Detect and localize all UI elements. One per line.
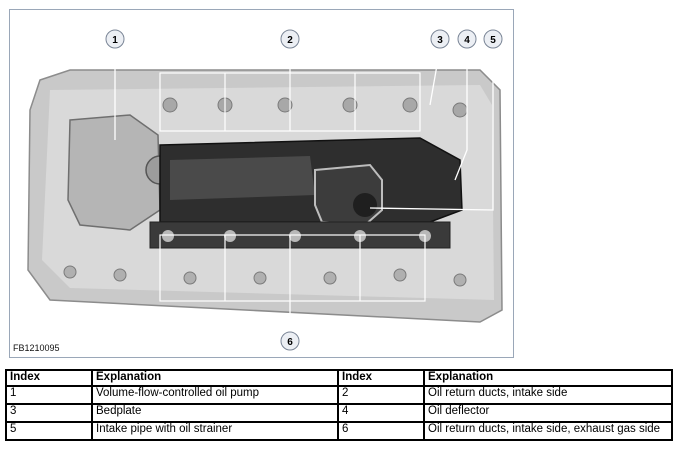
table-cell: 4 [337, 403, 425, 423]
callout-2: 2 [287, 35, 293, 46]
table-cell: Volume-flow-controlled oil pump [91, 385, 339, 405]
bolt-row-top [162, 97, 468, 118]
table-cell: Oil return ducts, intake side [423, 385, 673, 405]
header-index: Index [5, 369, 93, 387]
strainer-outlet [353, 193, 377, 217]
callout-6-bracket [159, 234, 426, 302]
oil-pump-shape [67, 114, 161, 231]
engine-figure: 1 2 3 4 5 6 FB1210095 [9, 9, 514, 358]
header-index: Index [337, 369, 425, 387]
figure-code: FB1210095 [13, 343, 60, 353]
callout-3: 3 [437, 35, 443, 46]
callout-4: 4 [464, 35, 470, 46]
deflector-ridge [170, 156, 315, 200]
table-cell: Oil deflector [423, 403, 673, 423]
callout-group: 1 2 3 4 5 6 [105, 29, 503, 351]
header-explanation: Explanation [91, 369, 339, 387]
bolt-row-lower [63, 265, 467, 287]
engine-illustration: 1 2 3 4 5 6 [27, 29, 503, 351]
table-cell: 2 [337, 385, 425, 405]
table-row: 5 Intake pipe with oil strainer 6 Oil re… [5, 421, 673, 441]
oil-strainer-shape [314, 163, 383, 227]
table-cell: 5 [5, 421, 93, 441]
table-row: 1 Volume-flow-controlled oil pump 2 Oil … [5, 385, 673, 405]
leader-lines [114, 47, 494, 330]
legend-table: Index Explanation Index Explanation 1 Vo… [5, 369, 673, 441]
header-explanation: Explanation [423, 369, 673, 387]
table-cell: Intake pipe with oil strainer [91, 421, 339, 441]
table-header-row: Index Explanation Index Explanation [5, 369, 673, 387]
table-cell: 6 [337, 421, 425, 441]
callout-1: 1 [112, 35, 118, 46]
table-cell: Bedplate [91, 403, 339, 423]
table-cell: Oil return ducts, intake side, exhaust g… [423, 421, 673, 441]
table-cell: 1 [5, 385, 93, 405]
callout-6: 6 [287, 337, 293, 348]
table-row: 3 Bedplate 4 Oil deflector [5, 403, 673, 423]
table-cell: 3 [5, 403, 93, 423]
callout-5: 5 [490, 35, 496, 46]
